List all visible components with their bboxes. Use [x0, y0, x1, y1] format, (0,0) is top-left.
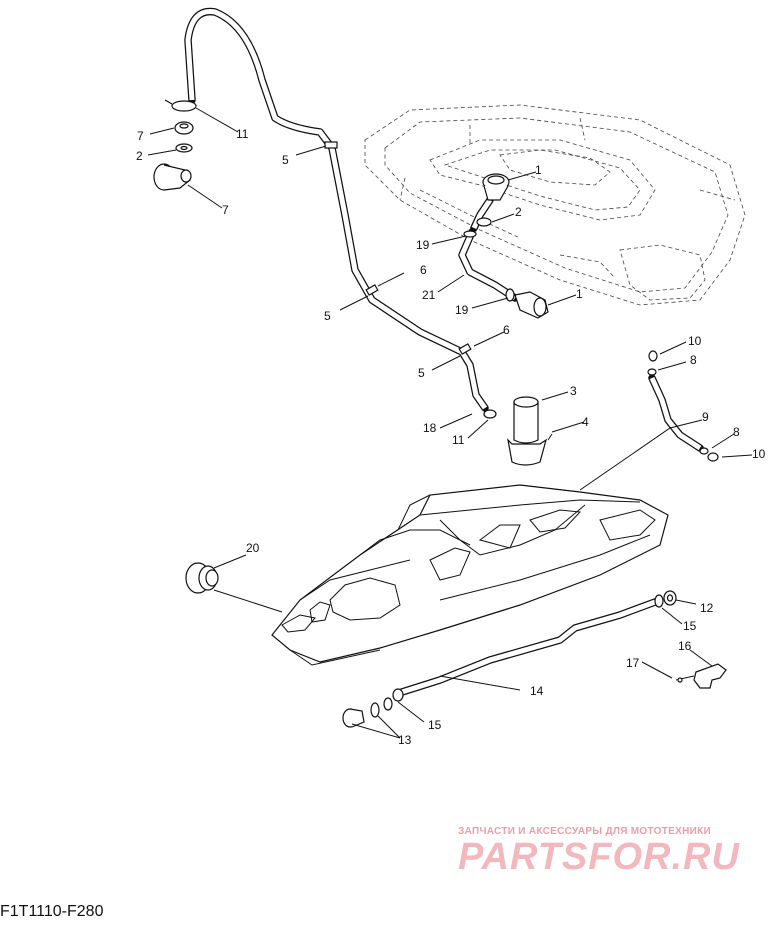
callout-10-bottom: 10 — [752, 447, 766, 461]
fitting-part-1-top — [482, 173, 510, 201]
callout-1-lower: 1 — [576, 287, 583, 301]
deck-tank-outline — [364, 104, 746, 306]
callout-8-bottom: 8 — [733, 425, 740, 439]
callout-9: 9 — [702, 410, 709, 424]
clamp-part-11-lower — [483, 409, 497, 419]
vent-hose-upper — [184, 7, 489, 412]
callout-labels: 1 1 2 2 3 4 5 5 5 6 6 7 7 8 8 9 10 10 11… — [136, 127, 766, 747]
callout-12: 12 — [700, 601, 714, 615]
drain-tube-part-14 — [398, 598, 659, 696]
callout-7-bottom: 7 — [222, 203, 229, 217]
callout-8-top: 8 — [690, 353, 697, 367]
callout-7-top: 7 — [137, 129, 144, 143]
callout-14: 14 — [530, 684, 544, 698]
callout-11-top: 11 — [236, 127, 249, 141]
clip-part-6 — [324, 141, 472, 355]
callout-5-lower: 5 — [418, 366, 425, 380]
fittings-right-12-15 — [654, 590, 677, 608]
callout-19-upper: 19 — [416, 238, 430, 252]
callout-11-lower: 11 — [452, 433, 465, 447]
fittings-left-13-15 — [342, 688, 404, 728]
callout-3: 3 — [570, 384, 577, 398]
clamp-part-19 — [463, 230, 515, 302]
callout-6-upper: 6 — [420, 263, 427, 277]
callout-17: 17 — [626, 656, 640, 670]
fitting-part-1-lower — [514, 291, 549, 319]
callout-16: 16 — [678, 639, 692, 653]
bracket-part-16 — [693, 663, 727, 689]
callout-15-right: 15 — [683, 619, 697, 633]
callout-5-top: 5 — [282, 153, 289, 167]
bracket-part-4 — [507, 433, 553, 466]
callout-10-top: 10 — [688, 334, 702, 348]
hose-21 — [458, 196, 519, 302]
callout-21: 21 — [422, 288, 436, 302]
callout-13: 13 — [398, 733, 412, 747]
callout-2-left: 2 — [136, 149, 143, 163]
diagram-code: F1T1110-F280 — [0, 903, 104, 920]
callout-19-lower: 19 — [455, 303, 469, 317]
screw-part-17 — [675, 675, 695, 683]
leader-lines — [147, 107, 753, 739]
callout-5-middle: 5 — [324, 309, 331, 323]
callout-1-top: 1 — [535, 163, 542, 177]
callout-20: 20 — [246, 541, 260, 555]
callout-6-lower: 6 — [503, 323, 510, 337]
callout-4: 4 — [582, 415, 589, 429]
callout-2-right: 2 — [515, 205, 522, 219]
callout-15-left: 15 — [428, 718, 442, 732]
watermark-logo: PARTSFOR.RU — [458, 836, 740, 878]
fittings-top-left — [153, 99, 197, 191]
hose-part-9 — [647, 350, 719, 462]
plug-part-20 — [185, 562, 219, 594]
filter-part-3 — [513, 396, 539, 444]
watermark-tagline: ЗАПЧАСТИ И АКСЕССУАРЫ ДЛЯ МОТОТЕХНИКИ — [458, 826, 711, 837]
callout-18: 18 — [423, 421, 437, 435]
boat-hull — [271, 484, 669, 666]
clamp-part-2 — [476, 217, 492, 227]
